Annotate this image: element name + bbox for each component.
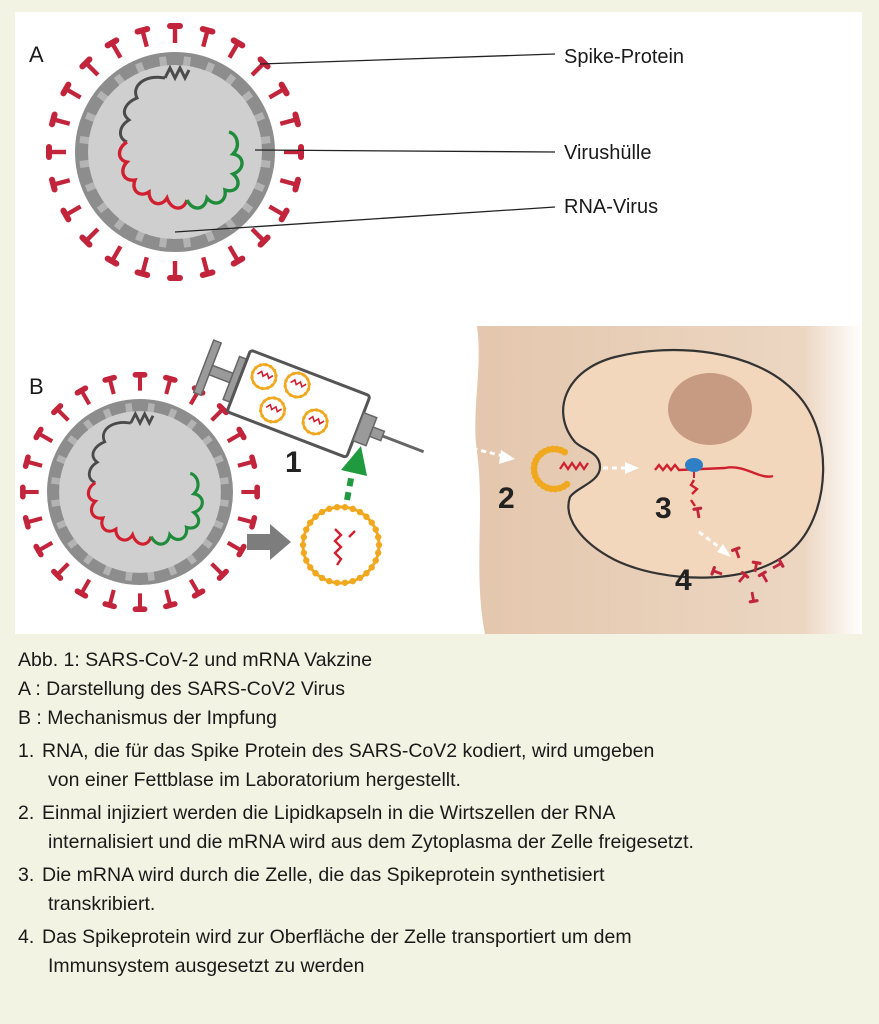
step-2-label: 2	[498, 482, 515, 515]
caption-b: B : Mechanismus der Impfung	[18, 707, 278, 729]
label-spike-protein: Spike-Protein	[564, 46, 684, 68]
lipid-vesicle	[299, 504, 383, 586]
entering-vesicle	[530, 445, 589, 493]
rna-green-segment	[185, 130, 244, 210]
green-arrow	[341, 446, 367, 501]
figure-caption: Abb. 1: SARS-CoV-2 und mRNA Vakzine A : …	[18, 646, 868, 981]
step-4-label: 4	[675, 564, 692, 597]
caption-item-line: Das Spikeprotein wird zur Oberfläche der…	[42, 926, 632, 948]
panel-b-letter: B	[29, 374, 44, 399]
caption-item-line: transkribiert.	[48, 893, 156, 915]
caption-item-line: Immunsystem ausgesetzt zu werden	[48, 955, 365, 977]
caption-item-number: 1.	[18, 740, 35, 762]
caption-item-number: 2.	[18, 802, 35, 824]
panel-a-letter: A	[29, 42, 44, 67]
caption-title: Abb. 1: SARS-CoV-2 und mRNA Vakzine	[18, 649, 373, 671]
caption-item-number: 3.	[18, 864, 35, 886]
caption-item-3: 3. Die mRNA wird durch die Zelle, die da…	[18, 861, 868, 919]
virus-a	[46, 23, 304, 281]
nucleus	[668, 373, 752, 445]
caption-item-line: von einer Fettblase im Laboratorium herg…	[48, 769, 461, 791]
caption-a: A : Darstellung des SARS-CoV2 Virus	[18, 678, 345, 700]
caption-item-line: RNA, die für das Spike Protein des SARS-…	[42, 740, 655, 762]
step-1-label: 1	[285, 446, 302, 479]
caption-item-line: Einmal injiziert werden die Lipidkapseln…	[42, 802, 616, 824]
syringe	[192, 339, 425, 459]
figure-panel: A Spike-Protein Virushülle RNA-Virus B	[15, 12, 862, 634]
caption-item-line: Die mRNA wird durch die Zelle, die das S…	[42, 864, 605, 886]
rna-gray-segment	[119, 75, 166, 144]
virus-b	[20, 372, 260, 612]
ribosome-translation	[654, 458, 774, 519]
step-3-label: 3	[655, 492, 672, 525]
caption-item-4: 4. Das Spikeprotein wird zur Oberfläche …	[18, 923, 868, 981]
caption-item-number: 4.	[18, 926, 35, 948]
rna-red-segment	[117, 140, 189, 210]
label-rna-virus: RNA-Virus	[564, 196, 658, 218]
caption-item-2: 2. Einmal injiziert werden die Lipidkaps…	[18, 799, 868, 857]
rna-gray-segment	[163, 64, 191, 82]
process-arrow	[247, 524, 291, 560]
caption-item-line: internalisiert und die mRNA wird aus dem…	[48, 831, 694, 853]
caption-item-1: 1. RNA, die für das Spike Protein des SA…	[18, 737, 868, 795]
label-virus-envelope: Virushülle	[564, 142, 651, 164]
